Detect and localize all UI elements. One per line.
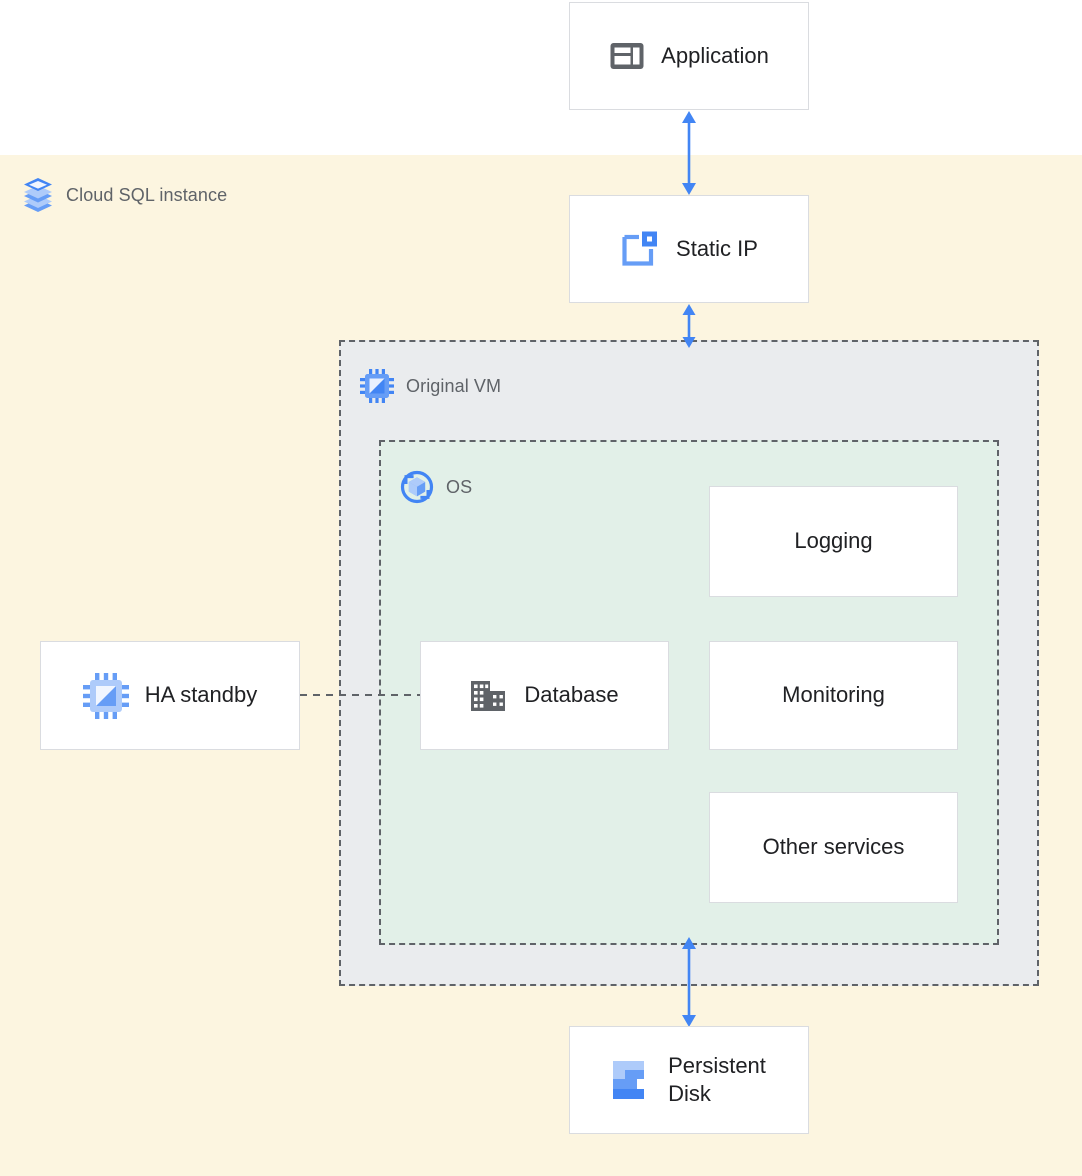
node-other-services[interactable]: Other services (709, 792, 958, 903)
node-application[interactable]: Application (569, 2, 809, 110)
persistent-disk-icon (612, 1059, 652, 1101)
cloud-sql-layers-icon (22, 178, 54, 212)
node-static-ip[interactable]: Static IP (569, 195, 809, 303)
connector-static-ip-vm (659, 303, 719, 349)
connector-os-persistent-disk (659, 936, 719, 1028)
node-label-persistent-disk: Persistent Disk (668, 1052, 766, 1106)
node-label-monitoring: Monitoring (782, 682, 885, 708)
node-logging[interactable]: Logging (709, 486, 958, 597)
os-disk-icon (400, 470, 434, 504)
zone-label-text-original-vm: Original VM (406, 375, 502, 396)
zone-label-original-vm: Original VM (360, 369, 501, 403)
node-label-logging: Logging (794, 528, 873, 554)
zone-label-cloud-sql: Cloud SQL instance (22, 178, 227, 212)
vm-chip-icon (360, 369, 394, 403)
zone-label-text-os: OS (446, 476, 473, 497)
zone-label-os: OS (400, 470, 472, 504)
node-label-application: Application (661, 42, 769, 68)
application-window-icon (609, 38, 645, 74)
node-database[interactable]: Database (420, 641, 669, 750)
connector-ha-standby-database (300, 680, 421, 710)
node-label-static-ip: Static IP (676, 235, 758, 261)
node-monitoring[interactable]: Monitoring (709, 641, 958, 750)
node-ha-standby[interactable]: HA standby (40, 641, 300, 750)
connector-application-static-ip (659, 110, 719, 196)
zone-label-text-cloud-sql: Cloud SQL instance (66, 184, 228, 205)
node-persistent-disk[interactable]: Persistent Disk (569, 1026, 809, 1134)
static-ip-icon (620, 230, 660, 268)
node-label-other-services: Other services (762, 834, 905, 860)
node-label-database: Database (524, 682, 619, 708)
node-label-ha-standby: HA standby (144, 682, 258, 708)
ha-standby-chip-icon (82, 672, 129, 719)
database-buildings-icon (470, 679, 508, 713)
